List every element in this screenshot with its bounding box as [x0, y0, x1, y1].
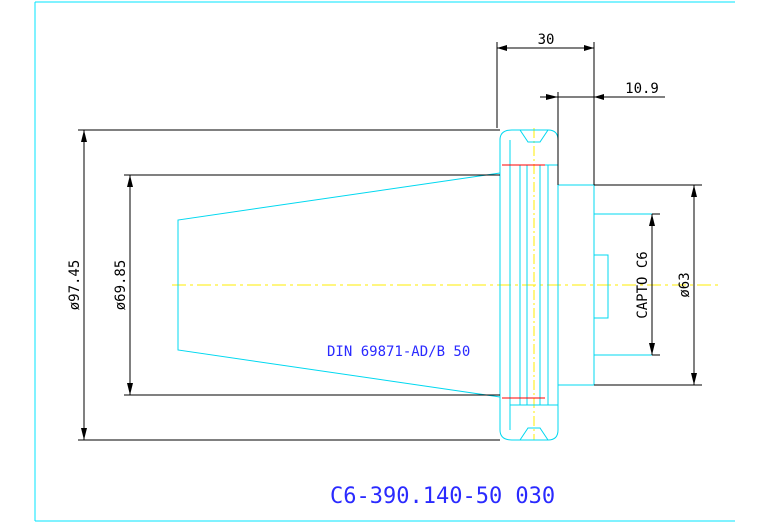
- dimension-lines: [78, 42, 702, 441]
- spec-label: DIN 69871-AD/B 50: [327, 344, 470, 360]
- part-number-title: C6-390.140-50 030: [330, 484, 555, 509]
- dim-overall-width-label: 30: [538, 32, 555, 48]
- dim-capto-label: CAPTO C6: [635, 251, 651, 318]
- dim-offset-label: 10.9: [625, 81, 659, 97]
- drawing-frame: [34, 1, 735, 522]
- dim-taper-diameter-label: ø69.85: [113, 260, 129, 311]
- dimension-arrows: [81, 45, 697, 440]
- shoulder-outline: [558, 184, 595, 386]
- cut-marks: [502, 164, 545, 399]
- dim-flange-diameter-label: ø97.45: [67, 260, 83, 311]
- flange-outline: [499, 129, 559, 441]
- dim-shank-diameter-label: ø63: [677, 272, 693, 297]
- flange-groove: [519, 129, 549, 143]
- flange-groove-bottom: [519, 427, 549, 441]
- taper-outline: [177, 172, 501, 398]
